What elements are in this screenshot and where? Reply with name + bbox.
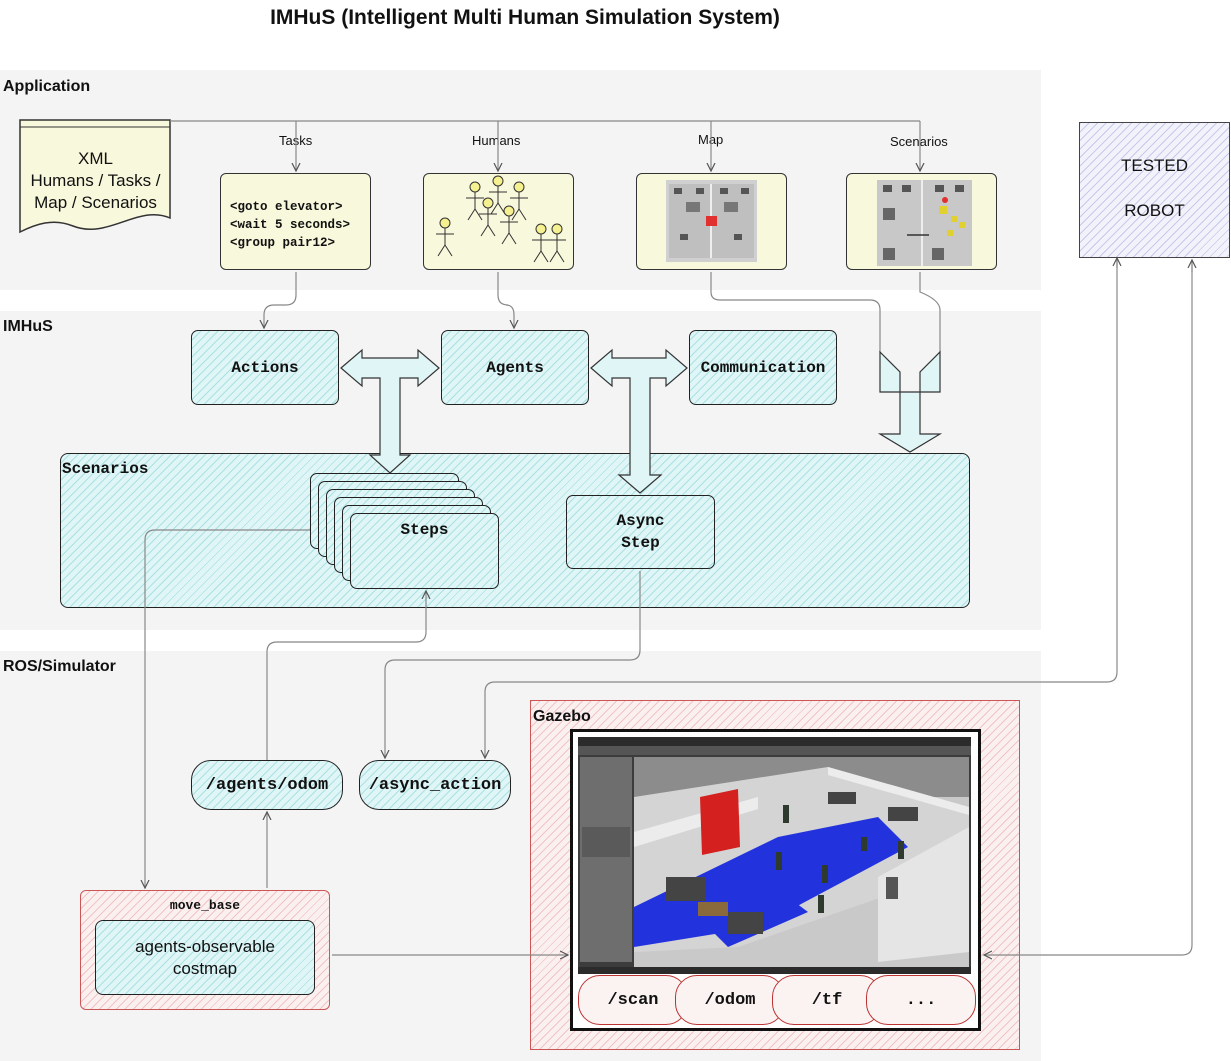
robot-to-async-action-arrow [485,258,1118,758]
map-scenarios-merge-arrow [877,350,943,453]
async-line-1: Async [616,512,665,530]
move-base-label: move_base [169,898,241,913]
step-card-back-6 [350,513,499,589]
gazebo-topic-tf: /tf [772,975,882,1025]
async-action-topic: /async_action [359,760,511,810]
map-thumbnail-icon [666,180,757,262]
steps-box: Steps [350,505,499,555]
actions-agents-block-arrow [340,348,440,474]
steps-label: Steps [400,521,449,539]
gazebo-label: Gazebo [533,708,591,725]
stick-figure-icon [436,175,566,263]
map-to-scenario-line [710,272,881,352]
odom-to-steps-arrow [266,591,426,760]
tasks-box: <goto elevator> <wait 5 seconds> <group … [220,173,371,270]
xml-line-2: Humans / Tasks / [30,171,161,190]
xml-line-1: XML [78,149,113,168]
tasks-to-actions-arrow [264,272,297,328]
gazebo-topic-odom: /odom [675,975,785,1025]
scenario-thumbnail-icon [877,180,972,266]
robot-to-gazebo-arrow [984,262,1193,955]
tested-robot-box: TESTED ROBOT [1079,122,1230,258]
xml-line-3: Map / Scenarios [34,193,157,212]
agents-odom-topic: /agents/odom [191,760,343,810]
task-line-3: <group pair12> [230,236,336,250]
document-icon [19,119,171,234]
scenarios-container [60,453,970,608]
async-step-to-action-arrow [385,571,641,758]
humans-label: Humans [472,133,521,148]
scenarios-input-label: Scenarios [890,134,948,149]
double-arrow-icon [340,348,943,494]
robot-line-1: TESTED [1120,156,1189,175]
gazebo-topic-scan: /scan [578,975,688,1025]
task-line-2: <wait 5 seconds> [230,218,351,232]
communication-box: Communication [689,330,837,405]
gazebo-topic-more: ... [866,975,976,1025]
task-line-1: <goto elevator> [230,200,343,214]
ros-layer-label: ROS/Simulator [3,658,116,675]
application-layer-label: Application [3,78,91,95]
humans-to-agents-arrow [497,272,514,328]
scenarios-container-label: Scenarios [62,460,149,478]
costmap-box: agents-observable costmap [95,920,315,995]
costmap-line-1: agents-observable [135,937,275,956]
async-line-2: Step [621,534,660,552]
imhus-layer-label: IMHuS [3,318,53,335]
costmap-line-2: costmap [172,959,238,978]
simulator-screenshot-icon [578,737,971,974]
agents-box: Agents [441,330,589,405]
async-step-box: Async Step [566,495,715,569]
steps-to-move-base-arrow [145,529,310,888]
scenarios-input-line [919,272,941,352]
robot-line-2: ROBOT [1124,201,1185,220]
agents-communication-block-arrow [590,348,688,494]
actions-box: Actions [191,330,339,405]
diagram-title: IMHuS (Intelligent Multi Human Simulatio… [270,6,780,29]
xml-document-text: XML Humans / Tasks / Map / Scenarios [18,148,173,214]
